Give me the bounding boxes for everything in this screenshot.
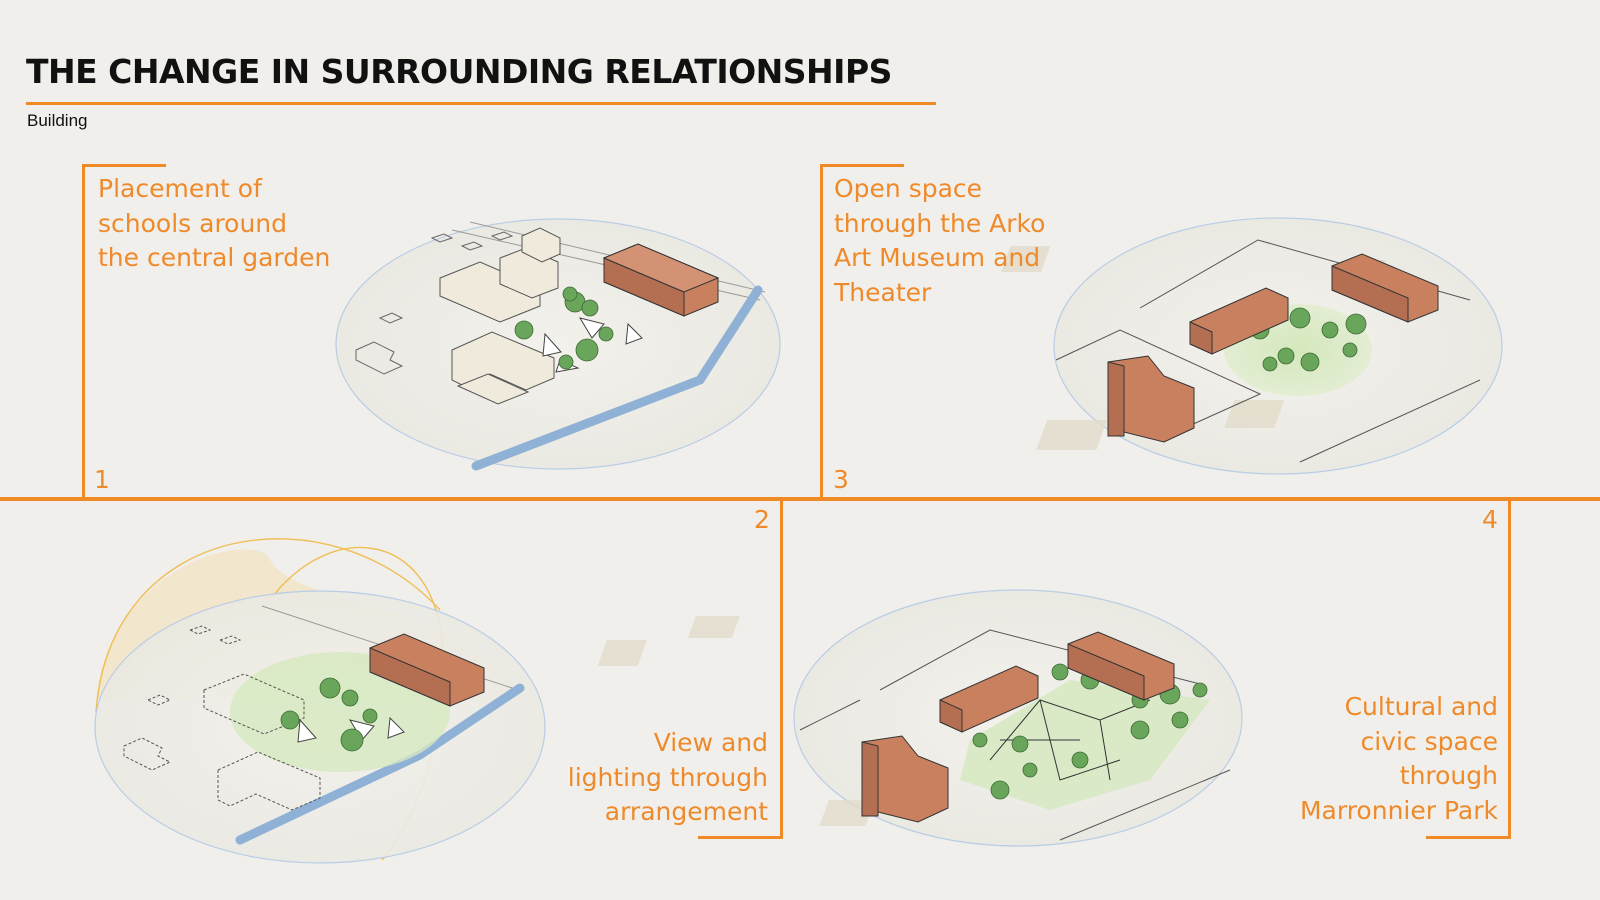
title-underline <box>26 102 936 105</box>
panel3-bracket <box>820 164 823 499</box>
panel4-bracket-cap <box>1426 836 1511 839</box>
panel1-caption: Placement of schools around the central … <box>98 174 331 272</box>
panel4-number: 4 <box>1482 505 1498 534</box>
panel4-caption: Cultural and civic space through Marronn… <box>1299 692 1498 825</box>
brick-buildings-4 <box>861 631 1175 823</box>
panel1-bracket <box>82 164 85 499</box>
diagram-3 <box>1001 217 1503 475</box>
panel1-bracket-cap <box>82 164 166 167</box>
panel2-caption: View and lighting through arrangement <box>567 728 768 826</box>
panel3-caption: Open space through the Arko Art Museum a… <box>834 174 1046 307</box>
page-title: THE CHANGE IN SURROUNDING RELATIONSHIPS <box>26 52 892 91</box>
panel2-bracket <box>780 499 783 838</box>
panel4-bracket <box>1508 499 1511 838</box>
panel3-bracket-cap <box>820 164 904 167</box>
brick-building-1 <box>602 243 720 317</box>
diagram-4 <box>597 589 1243 847</box>
diagram-2 <box>94 538 546 864</box>
panel2-number: 2 <box>754 505 770 534</box>
panel1-number: 1 <box>94 465 110 494</box>
panel3-number: 3 <box>833 465 849 494</box>
brick-building-2 <box>369 633 485 707</box>
brick-buildings-3 <box>1107 253 1439 443</box>
panel-divider-horizontal <box>0 497 1600 501</box>
diagram-1 <box>335 218 781 471</box>
panel2-bracket-cap <box>698 836 783 839</box>
page-subtitle: Building <box>27 111 88 130</box>
